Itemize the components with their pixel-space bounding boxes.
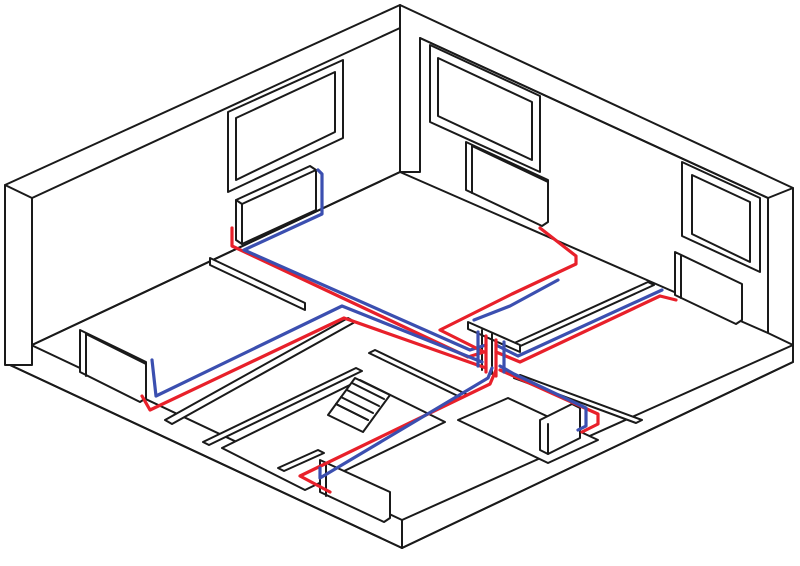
manifold-box [467, 321, 521, 353]
partition-hall-b [202, 367, 363, 446]
window-right-inner [691, 174, 751, 263]
stair-step-3 [346, 389, 380, 407]
right-wall-inner-edge [419, 37, 769, 199]
left-wall-inner-edge [31, 27, 401, 199]
left-top-cap [4, 184, 33, 199]
return-pipe-front-right [498, 364, 588, 432]
window-center-inner [437, 57, 533, 161]
partition-right-upper [509, 281, 655, 349]
supply-pipe-back-left [230, 226, 486, 359]
radiator-back-right [674, 251, 743, 325]
stair-step-1 [335, 403, 369, 421]
windows [227, 44, 761, 273]
window-left [227, 59, 344, 193]
window-right [681, 161, 761, 273]
stair-step-2 [340, 396, 374, 414]
window-center [429, 44, 541, 173]
return-pipe-left [150, 304, 484, 398]
radiators [79, 141, 743, 523]
staircase [327, 377, 391, 433]
radiator-back-center [465, 141, 549, 227]
return-pipe-back-left [242, 168, 488, 352]
partition-left-upper [209, 257, 306, 311]
left-back-wall [4, 4, 401, 366]
window-left-inner [235, 71, 336, 181]
partition-bottom-small [277, 449, 325, 472]
radiator-back-left [235, 165, 317, 245]
return-pipe-front [318, 366, 494, 480]
supply-pipe-left [140, 316, 488, 412]
right-top-cap [767, 187, 794, 199]
partition-walls [164, 257, 655, 491]
return-pipe-back-center [472, 278, 560, 322]
pipe-network [140, 168, 678, 494]
supply-pipe-front [298, 368, 498, 494]
stair-room-wall [221, 379, 446, 491]
supply-pipe-front-right [498, 368, 600, 434]
stair-step-4 [351, 382, 385, 400]
supply-pipe-back-center [438, 226, 578, 354]
back-floor-line [31, 171, 769, 346]
supply-pipe-back-right [494, 294, 678, 364]
